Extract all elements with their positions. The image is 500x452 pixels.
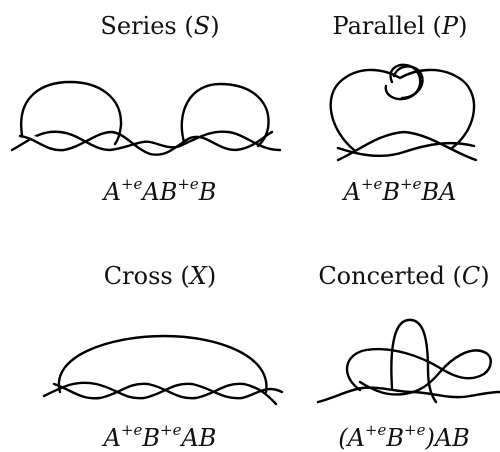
concerted-word-part-mid: B: [386, 424, 404, 452]
parallel-word-part-end: BA: [421, 178, 457, 206]
cross-word-part-mid: B: [142, 424, 160, 452]
concerted-word-exp-b: +e: [404, 421, 426, 439]
cross-word-exp-b: +e: [160, 421, 182, 439]
series-word-exp-a: +e: [120, 175, 143, 193]
cross-title-word: Cross: [103, 262, 173, 290]
cross-word-part-a: A: [103, 424, 121, 452]
concerted-word: (A+eB+e)AB: [310, 421, 498, 452]
series-word-part-a: A: [103, 178, 121, 206]
parallel-word-part-a: A: [343, 178, 361, 206]
parallel-title-symbol: P: [441, 12, 459, 40]
parallel-word-exp-a: +e: [360, 175, 383, 193]
concerted-word-exp-a: +e: [364, 421, 387, 439]
series-title-word: Series: [100, 12, 177, 40]
concerted-title: Concerted (C): [318, 262, 490, 290]
parallel-word-exp-b: +e: [400, 175, 422, 193]
cross-title-symbol: X: [189, 262, 207, 290]
cross-title: Cross (X): [103, 262, 217, 290]
series-title: Series (S): [100, 12, 220, 40]
cross-word-part-end: AB: [181, 424, 217, 452]
series-word: A+eAB+eB: [60, 175, 260, 207]
parallel-word: A+eB+eBA: [310, 175, 490, 207]
parallel-word-part-mid: B: [382, 178, 400, 206]
cross-word-exp-a: +e: [120, 421, 143, 439]
series-word-part-end: B: [198, 178, 217, 206]
concerted-word-part-a: (A: [338, 424, 365, 452]
cross-word: A+eB+eAB: [60, 421, 260, 452]
concerted-title-word: Concerted: [318, 262, 445, 290]
series-word-part-mid: AB: [142, 178, 178, 206]
concerted-word-part-end: )AB: [425, 424, 470, 452]
series-title-symbol: S: [193, 12, 211, 40]
series-word-exp-b: +e: [177, 175, 199, 193]
parallel-title: Parallel (P): [332, 12, 468, 40]
parallel-title-word: Parallel: [332, 12, 425, 40]
concerted-title-symbol: C: [461, 262, 481, 290]
